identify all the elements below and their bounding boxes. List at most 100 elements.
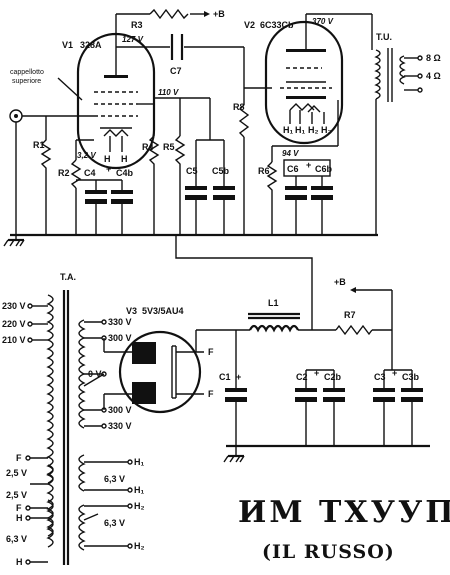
diagram-subtitle: (IL RUSSO) (262, 541, 395, 563)
v3-type: 5V3/5AU4 (142, 306, 184, 316)
ot-tap-8ohm: 8 Ω (426, 53, 441, 63)
primary-tap-210: 210 V (2, 335, 26, 345)
plus-b-top: +B (213, 9, 225, 19)
resistor-r5 (174, 135, 186, 235)
tube-v2 (264, 20, 344, 145)
v2-label: V2 (244, 20, 255, 30)
lt-terminal-h2b: H₂ (134, 541, 145, 551)
mains-transformer (46, 290, 86, 565)
mains-transformer-label: T.A. (60, 272, 76, 282)
capacitor-c5b (213, 186, 235, 235)
r1-label: R1 (33, 140, 45, 150)
hv-tap-330b: 330 V (108, 421, 132, 431)
v1-heater-h1: H (104, 154, 111, 164)
c1-label: C1 (219, 372, 231, 382)
lt-tap-63c: 6,3 V (104, 518, 125, 528)
hv-tap-330a: 330 V (108, 317, 132, 327)
primary-tap-220: 220 V (2, 319, 26, 329)
c7-label: C7 (170, 66, 182, 76)
lt-tap-63a: 6,3 V (6, 534, 27, 544)
c2b-label: C2b (324, 372, 342, 382)
lt-terminal-h2a: H₂ (134, 501, 145, 511)
resistor-r4 (148, 135, 160, 235)
c6-label: C6 (287, 164, 299, 174)
capacitor-c2b (323, 388, 345, 446)
cap-label-2: superiore (12, 78, 41, 85)
capacitor-c3 (373, 388, 395, 446)
lt-terminal-h1: H (16, 513, 23, 523)
ground-symbol-top (3, 235, 25, 247)
r6-label: R6 (258, 166, 270, 176)
resistor-r7 (335, 324, 373, 336)
ot-tap-4ohm: 4 Ω (426, 71, 441, 81)
resistor-r2 (70, 159, 82, 189)
resistor-r8 (238, 104, 250, 138)
lt-tap-63b: 6,3 V (104, 474, 125, 484)
v2-type: 6C33Cb (260, 20, 294, 30)
diagram-title: ИМ ТХУУП (238, 495, 450, 530)
capacitor-c4 (85, 190, 107, 235)
lt-terminal-h1b: H₁ (134, 485, 144, 495)
cap-pointer (57, 77, 83, 101)
tube-v3 (118, 330, 204, 414)
c4-plus: + (106, 164, 111, 174)
c3b-label: C3b (402, 372, 420, 382)
capacitor-c6b (311, 186, 333, 235)
v3-label: V3 (126, 306, 137, 316)
c3-plus: + (392, 368, 397, 378)
choke-l1 (248, 312, 300, 333)
v2-cathode-voltage: 94 V (282, 149, 299, 158)
c5b-label: C5b (212, 166, 230, 176)
capacitor-c3b (401, 388, 423, 446)
r3-label: R3 (131, 20, 143, 30)
lt-terminal-h1a: H₁ (134, 457, 144, 467)
v1-screen-voltage: 110 V (158, 88, 179, 97)
v1-type: 328A (80, 40, 102, 50)
ot-label: T.U. (376, 32, 392, 42)
r8-label: R8 (233, 102, 245, 112)
v1-cathode-voltage: 3,2 V (77, 151, 96, 160)
capacitor-c2 (295, 388, 317, 446)
input-jack (9, 109, 94, 235)
v1-plate-voltage: 127 V (122, 35, 144, 44)
c3-label: C3 (374, 372, 386, 382)
cap-label: cappellotto (10, 69, 44, 76)
v2-plate-voltage: 370 V (312, 17, 334, 26)
c1-plus: + (236, 372, 241, 382)
r5-label: R5 (163, 142, 175, 152)
c6b-label: C6b (315, 164, 333, 174)
lt-tap-25a: 2,5 V (6, 468, 27, 478)
primary-tap-230: 230 V (2, 301, 26, 311)
v3-filament-f1: F (208, 347, 214, 357)
resistor-r3 (149, 8, 189, 20)
v2-heater-4: H₂ (321, 125, 332, 135)
v2-heater-2: H₁ (295, 125, 305, 135)
r7-label: R7 (344, 310, 356, 320)
c2-label: C2 (296, 372, 308, 382)
hv-tap-300a: 300 V (108, 333, 132, 343)
v3-filament-f2: F (208, 389, 214, 399)
ground-symbol-bottom (223, 446, 245, 463)
resistor-r1 (40, 116, 52, 235)
lt-terminal-f1: F (16, 453, 22, 463)
hv-tap-300b: 300 V (108, 405, 132, 415)
capacitor-c4b (111, 190, 133, 235)
output-transformer (374, 48, 423, 102)
c4b-label: C4b (116, 168, 134, 178)
ground-link (175, 235, 313, 330)
lt-terminal-h2: H (16, 557, 23, 567)
c2-plus: + (314, 368, 319, 378)
capacitor-c5 (185, 186, 207, 235)
plus-b-psu: +B (334, 277, 346, 287)
lt-terminal-f2: F (16, 503, 22, 513)
v1-label: V1 (62, 40, 73, 50)
c6-plus: + (306, 160, 311, 170)
capacitor-c6 (285, 186, 307, 235)
r2-label: R2 (58, 168, 70, 178)
v2-heater-3: H₂ (308, 125, 319, 135)
hv-tap-0: 0 V (88, 369, 102, 379)
lt-tap-25b: 2,5 V (6, 490, 27, 500)
l1-label: L1 (268, 298, 279, 308)
r4-label: R4 (142, 142, 154, 152)
